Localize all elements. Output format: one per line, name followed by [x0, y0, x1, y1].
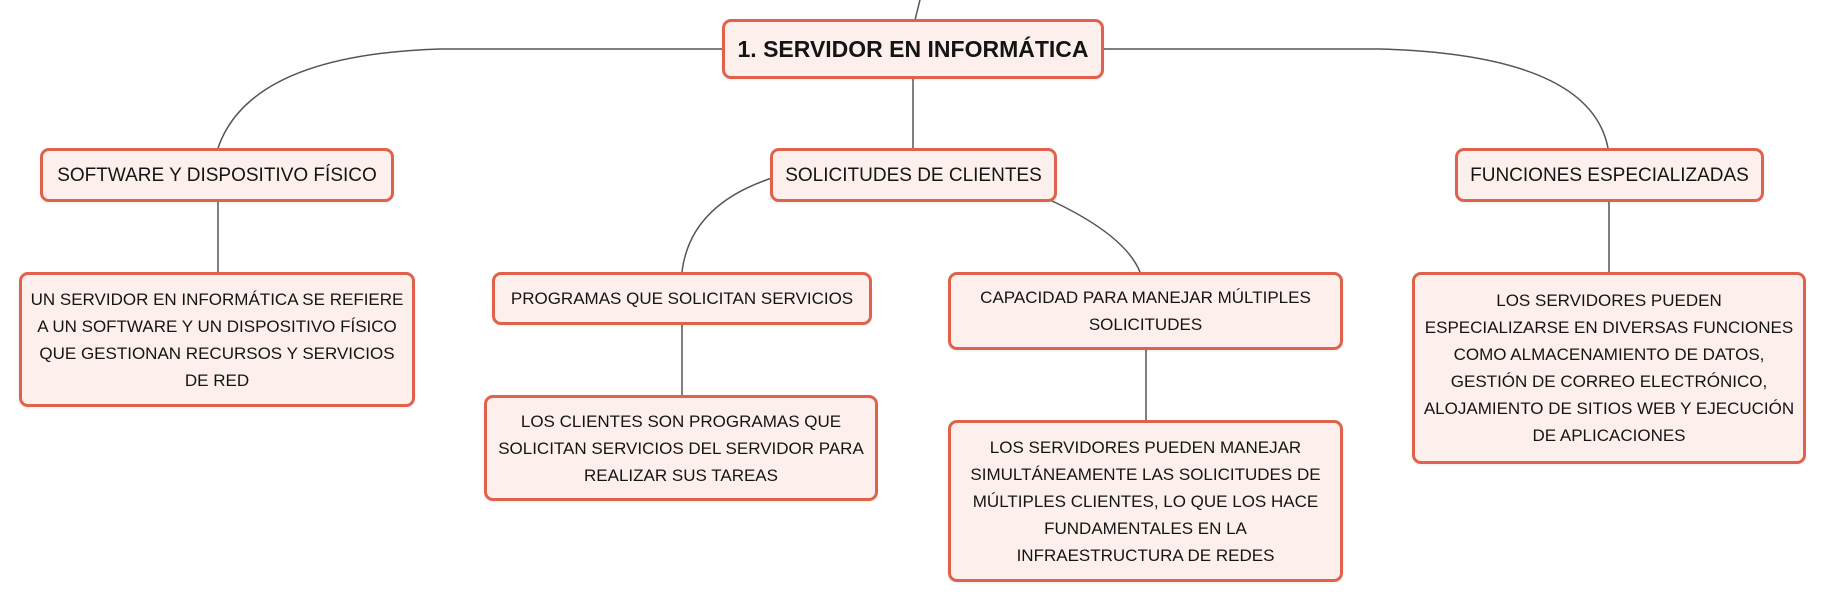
node-capacidad-detail-text: LOS SERVIDORES PUEDEN MANEJAR SIMULTÁNEA… — [970, 437, 1321, 565]
node-root-label: 1. SERVIDOR EN INFORMÁTICA — [737, 36, 1089, 62]
connector-solicitudes-to-programas — [681, 177, 773, 273]
connector-root-to-parent — [914, 0, 921, 21]
node-capacidad[interactable]: CAPACIDAD PARA MANEJAR MÚLTIPLES SOLICIT… — [948, 272, 1343, 350]
node-capacidad-label: CAPACIDAD PARA MANEJAR MÚLTIPLES SOLICIT… — [980, 288, 1311, 334]
node-solicitudes[interactable]: SOLICITUDES DE CLIENTES — [770, 148, 1057, 202]
connector-root-to-funciones — [1104, 48, 1609, 149]
node-capacidad-detail[interactable]: LOS SERVIDORES PUEDEN MANEJAR SIMULTÁNEA… — [948, 420, 1343, 582]
node-funciones-label: FUNCIONES ESPECIALIZADAS — [1470, 164, 1749, 186]
node-software-detail[interactable]: UN SERVIDOR EN INFORMÁTICA SE REFIERE A … — [19, 272, 415, 407]
node-software-detail-text: UN SERVIDOR EN INFORMÁTICA SE REFIERE A … — [30, 289, 404, 390]
connector-root-to-software — [217, 48, 722, 149]
node-programas-label: PROGRAMAS QUE SOLICITAN SERVICIOS — [510, 289, 854, 308]
node-funciones[interactable]: FUNCIONES ESPECIALIZADAS — [1455, 148, 1764, 202]
connector-solicitudes-to-capacidad — [1049, 199, 1141, 273]
node-funciones-detail-text: LOS SERVIDORES PUEDEN ESPECIALIZARSE EN … — [1423, 291, 1795, 445]
node-software-label: SOFTWARE Y DISPOSITIVO FÍSICO — [57, 164, 377, 186]
node-programas-detail[interactable]: LOS CLIENTES SON PROGRAMAS QUE SOLICITAN… — [484, 395, 878, 501]
node-software[interactable]: SOFTWARE Y DISPOSITIVO FÍSICO — [40, 148, 394, 202]
node-programas[interactable]: PROGRAMAS QUE SOLICITAN SERVICIOS — [492, 272, 872, 325]
node-solicitudes-label: SOLICITUDES DE CLIENTES — [785, 164, 1042, 186]
node-root[interactable]: 1. SERVIDOR EN INFORMÁTICA — [722, 19, 1104, 79]
node-programas-detail-text: LOS CLIENTES SON PROGRAMAS QUE SOLICITAN… — [498, 411, 864, 485]
node-funciones-detail[interactable]: LOS SERVIDORES PUEDEN ESPECIALIZARSE EN … — [1412, 272, 1806, 464]
